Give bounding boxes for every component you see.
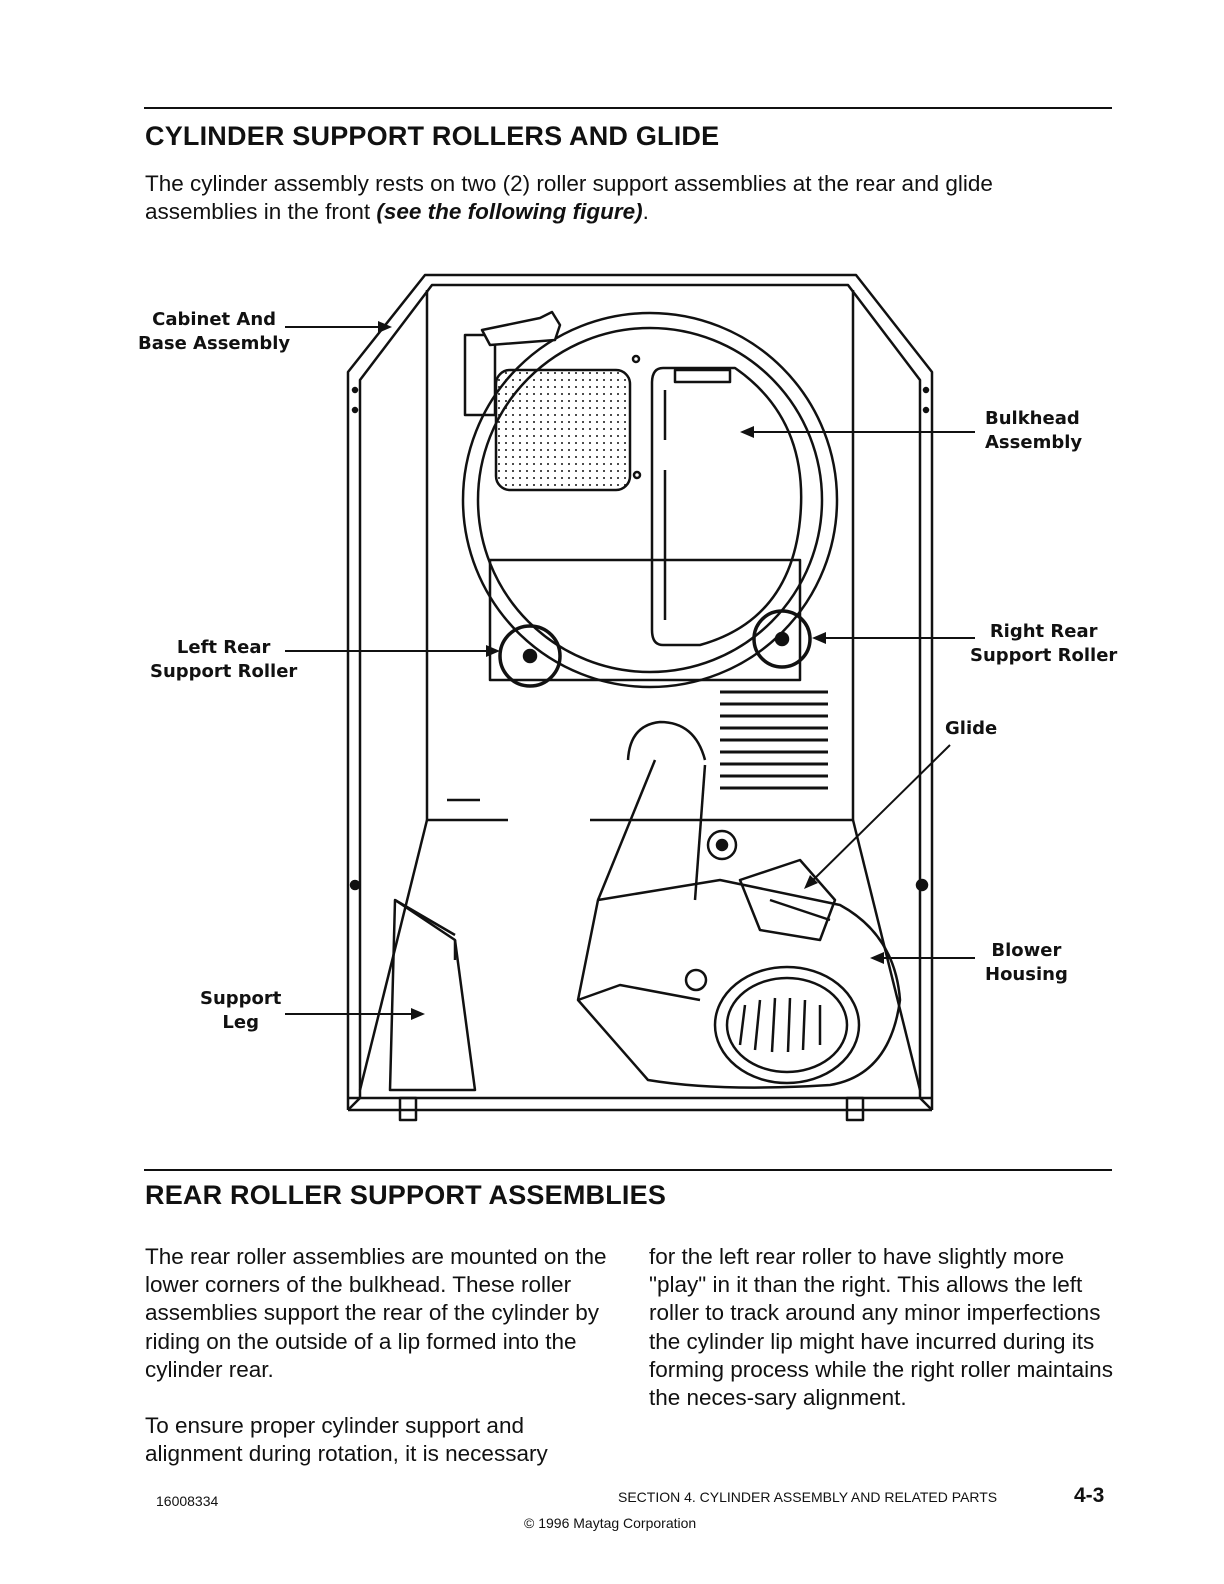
label-right-rear-support-roller: Right Rear Support Roller [970,620,1117,668]
middle-rule [144,1169,1112,1171]
label-cabinet-base-assembly: Cabinet And Base Assembly [138,308,290,356]
label-left-rear-line1: Left Rear [176,637,271,658]
label-bulkhead-assembly: Bulkhead Assembly [985,407,1082,455]
cabinet-outline [346,273,934,1122]
section-title-rear-roller: REAR ROLLER SUPPORT ASSEMBLIES [145,1180,667,1210]
col1-paragraph-1: The rear roller assemblies are mounted o… [145,1244,607,1382]
label-cabinet-line2: Base Assembly [138,333,291,354]
right-rear-roller [752,609,812,669]
intro-emphasis: (see the following figure) [376,199,643,224]
label-cabinet-line1: Cabinet And [152,309,277,330]
body-column-right: for the left rear roller to have slightl… [649,1243,1119,1440]
leader-lines [285,326,975,1015]
label-blower-housing: Blower Housing [985,939,1068,987]
label-support-leg: Support Leg [200,987,281,1035]
intro-paragraph: The cylinder assembly rests on two (2) r… [145,170,1105,226]
label-left-rear-line2: Support Roller [150,661,298,682]
label-support-line2: Leg [222,1012,259,1033]
label-glide: Glide [945,718,998,739]
label-blower-line1: Blower [991,940,1062,961]
blower-housing-drawing [576,720,902,1089]
support-leg-drawing [388,898,477,1092]
label-right-rear-line1: Right Rear [989,621,1098,642]
left-rear-roller [498,624,562,688]
intro-end: . [642,199,649,224]
col1-paragraph-2: To ensure proper cylinder support and al… [145,1413,548,1467]
top-rule [144,107,1112,109]
page-number: 4-3 [1074,1484,1105,1507]
label-blower-line2: Housing [985,964,1068,985]
vent-slots [720,690,828,790]
body-column-left: The rear roller assemblies are mounted o… [145,1243,615,1496]
bulkhead-drawing [461,310,839,689]
label-bulkhead-line2: Assembly [985,432,1083,453]
intro-text: The cylinder assembly rests on two (2) r… [145,171,993,224]
col2-paragraph-1: for the left rear roller to have slightl… [649,1244,1113,1411]
arrow-heads [378,321,884,1020]
footer-doc-number: 16008334 [156,1493,219,1509]
footer-section-label: SECTION 4. CYLINDER ASSEMBLY AND RELATED… [618,1489,998,1505]
label-bulkhead-line1: Bulkhead [985,408,1080,429]
label-left-rear-support-roller: Left Rear Support Roller [150,636,297,684]
section-title-cylinder-support: CYLINDER SUPPORT ROLLERS AND GLIDE [145,121,720,151]
label-support-line1: Support [200,988,282,1009]
footer-copyright: © 1996 Maytag Corporation [524,1515,697,1531]
label-right-rear-line2: Support Roller [970,645,1118,666]
